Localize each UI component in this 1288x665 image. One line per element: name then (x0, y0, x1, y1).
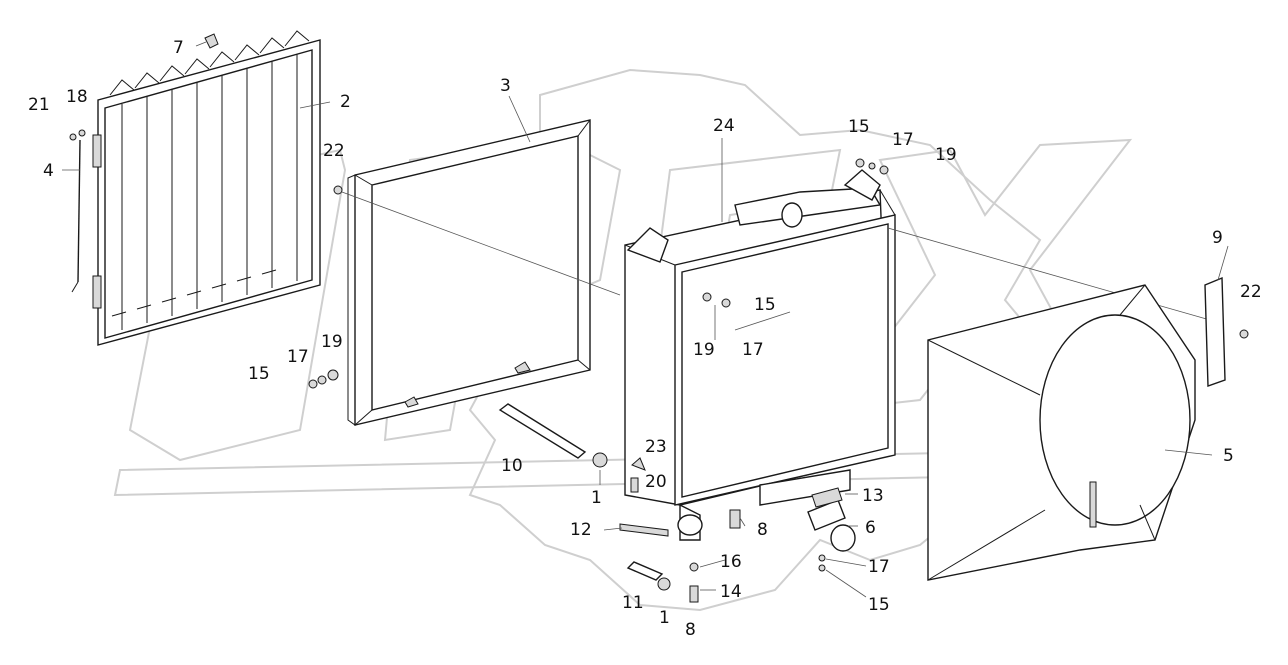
callout-15-top: 15 (848, 117, 870, 137)
nut-15-mid (721, 298, 731, 308)
callout-20: 20 (645, 472, 667, 492)
fan-opening (1039, 314, 1191, 526)
radiator-assembly (624, 158, 1211, 541)
callout-22-left: 22 (323, 141, 345, 161)
callout-4: 4 (43, 161, 54, 181)
callout-16: 16 (720, 552, 742, 572)
clamp-1-upper (592, 452, 608, 468)
radiator-seal-frame (308, 119, 621, 426)
valve-8-upper (729, 509, 741, 529)
washer-19-mid (702, 292, 712, 302)
shutter-frame (97, 39, 321, 346)
hose-11 (626, 561, 664, 581)
callout-12: 12 (570, 520, 592, 540)
callout-24: 24 (713, 116, 735, 136)
callout-8-upper: 8 (757, 520, 768, 540)
callout-13: 13 (862, 486, 884, 506)
strap-12 (619, 523, 669, 537)
lifting-eye-right (843, 169, 881, 201)
seal-frame-outer (354, 119, 591, 426)
hinge-lower (92, 275, 102, 309)
hoses-fittings (498, 403, 856, 603)
callout-19-top: 19 (935, 145, 957, 165)
callout-15-left: 15 (248, 364, 270, 384)
callout-10: 10 (501, 456, 523, 476)
callout-17-top: 17 (892, 130, 914, 150)
callout-2: 2 (340, 92, 351, 112)
bolt-22-left (333, 185, 343, 195)
washer-21 (69, 133, 77, 141)
callout-11: 11 (622, 593, 644, 613)
callout-17-mid: 17 (742, 340, 764, 360)
callout-7: 7 (173, 38, 184, 58)
clamp-1-lower (657, 577, 671, 591)
louvre-shutter (69, 30, 321, 346)
radiator-core (674, 214, 896, 506)
callout-18: 18 (66, 87, 88, 107)
bolt-22-right (1239, 329, 1249, 339)
callout-3: 3 (500, 76, 511, 96)
cap-23 (631, 457, 646, 471)
callout-19-mid: 19 (693, 340, 715, 360)
callout-23: 23 (645, 437, 667, 457)
callout-6: 6 (865, 518, 876, 538)
expansion-tank (734, 187, 882, 226)
washer-19-top (879, 165, 889, 175)
hinge-upper (92, 134, 102, 168)
callout-8-lower: 8 (685, 620, 696, 640)
callout-22-right: 22 (1240, 282, 1262, 302)
gasket-13 (811, 487, 843, 508)
callout-15-bottom: 15 (868, 595, 890, 615)
pin-18 (78, 129, 86, 137)
fan-shroud (927, 276, 1249, 581)
callout-21: 21 (28, 95, 50, 115)
plug-20 (630, 477, 639, 493)
leader-lines (62, 41, 1229, 598)
lifting-eye-left (626, 227, 669, 263)
nut-15-bottom (818, 564, 826, 572)
callout-1-upper: 1 (591, 488, 602, 508)
callout-17-left: 17 (287, 347, 309, 367)
nut-15-top (855, 158, 865, 168)
valve-8-lower (689, 585, 699, 603)
washer-16 (689, 562, 699, 572)
washer-17-left (317, 375, 327, 385)
bottom-tank (759, 469, 851, 506)
nut-15-left (308, 379, 318, 389)
callout-1-lower: 1 (659, 608, 670, 628)
elbow-6 (830, 524, 856, 552)
callout-19-left: 19 (321, 332, 343, 352)
bracket-9 (1204, 276, 1226, 387)
control-rod (77, 139, 81, 283)
hose-10 (498, 403, 587, 459)
callout-14: 14 (720, 582, 742, 602)
callout-15-mid: 15 (754, 295, 776, 315)
washer-19-left (327, 369, 339, 381)
washer-17-bottom (818, 554, 826, 562)
washer-17-top (868, 162, 876, 170)
wing-nut-7 (204, 33, 219, 49)
callout-9: 9 (1212, 228, 1223, 248)
callout-5: 5 (1223, 446, 1234, 466)
callout-17-bottom: 17 (868, 557, 890, 577)
callouts: 7 2 18 21 4 22 3 24 15 17 19 9 22 15 19 … (28, 38, 1262, 640)
